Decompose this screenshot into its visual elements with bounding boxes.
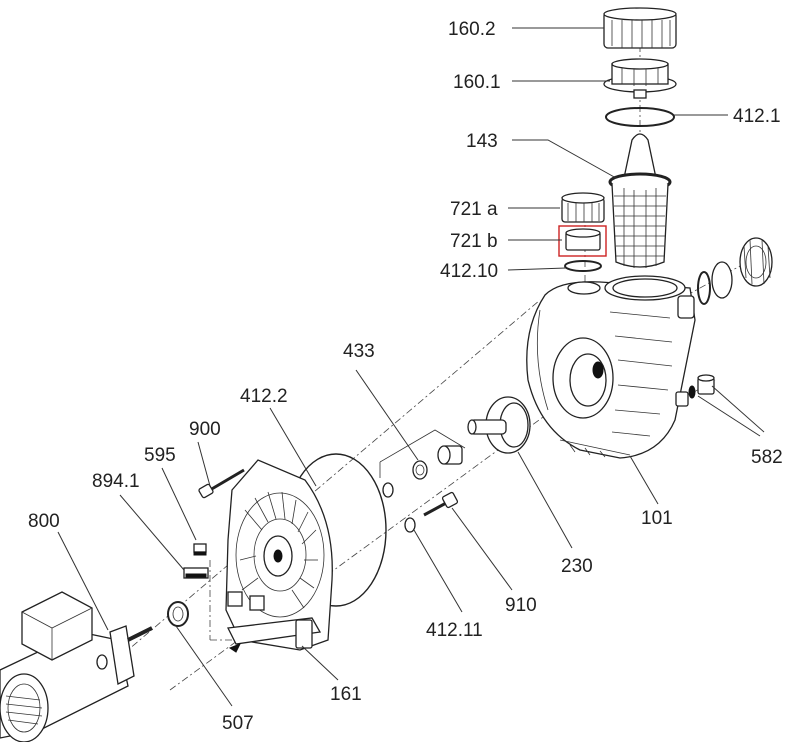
part-143-basket (608, 133, 672, 268)
label-160-1: 160.1 (453, 72, 501, 93)
part-433-seal (379, 429, 466, 480)
label-101: 101 (641, 508, 673, 529)
label-412-10: 412.10 (440, 261, 498, 282)
part-910-screw (423, 491, 459, 517)
part-582-drain-plug (688, 374, 715, 399)
part-230-impeller (467, 396, 531, 454)
label-910: 910 (505, 595, 537, 616)
part-721a-cap (561, 192, 605, 223)
part-101-pump-housing (526, 275, 696, 459)
part-412-1-oring (605, 107, 675, 127)
leader-lines (57, 27, 765, 707)
label-412-11: 412.11 (426, 620, 483, 641)
label-507: 507 (222, 713, 254, 734)
part-160-1-cover (603, 58, 677, 99)
part-160-2-nut (603, 7, 677, 49)
label-721a: 721 a (450, 199, 498, 220)
part-412-10-oring (564, 260, 602, 272)
label-900: 900 (189, 419, 221, 440)
part-oring-a (382, 482, 394, 498)
label-800: 800 (28, 511, 60, 532)
label-433: 433 (343, 341, 375, 362)
label-143: 143 (466, 131, 498, 152)
part-800-motor (0, 591, 153, 742)
label-894-1: 894.1 (92, 471, 140, 492)
label-412-2: 412.2 (240, 386, 288, 407)
labels: 160.2 160.1 412.1 143 721 a 721 b 412.10… (28, 19, 783, 734)
label-595: 595 (144, 445, 176, 466)
part-412-11-oring (404, 517, 416, 533)
part-161-bracket (225, 459, 333, 653)
part-595-block (193, 543, 207, 556)
part-outlet-union (697, 237, 773, 305)
label-721b: 721 b (450, 231, 498, 252)
part-900-bolt (198, 468, 245, 499)
part-507-ring (167, 601, 189, 627)
label-230: 230 (561, 556, 593, 577)
part-721b-insert (558, 225, 607, 257)
label-582: 582 (751, 447, 783, 468)
label-160-2: 160.2 (448, 19, 496, 40)
label-161: 161 (330, 684, 362, 705)
part-894-1-block (183, 567, 209, 579)
label-412-1: 412.1 (733, 106, 781, 127)
